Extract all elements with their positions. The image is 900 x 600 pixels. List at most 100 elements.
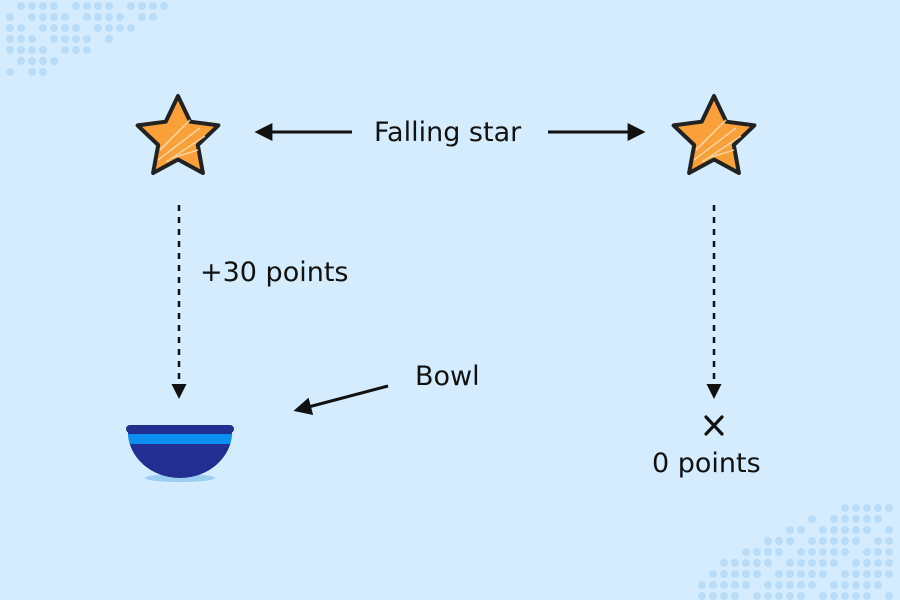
decorative-dot — [50, 24, 58, 32]
decorative-dot — [786, 537, 794, 545]
decorative-dot — [863, 570, 871, 578]
decorative-dot — [852, 581, 860, 589]
decorative-dot — [105, 24, 113, 32]
decorative-dot — [852, 515, 860, 523]
decorative-dot — [39, 57, 47, 65]
decorative-dot — [874, 570, 882, 578]
decorative-dot — [775, 570, 783, 578]
decorative-dot — [6, 24, 14, 32]
decorative-dot — [94, 13, 102, 21]
decorative-dot — [116, 13, 124, 21]
decorative-dot — [863, 559, 871, 567]
decorative-dot — [764, 559, 772, 567]
decorative-dot — [819, 526, 827, 534]
decorative-dot — [808, 581, 816, 589]
decorative-dot — [797, 526, 805, 534]
decorative-dot — [885, 526, 893, 534]
decorative-dot — [852, 592, 860, 600]
decorative-dot — [852, 504, 860, 512]
decorative-dot — [830, 537, 838, 545]
decorative-dot — [863, 592, 871, 600]
decorative-dot — [61, 35, 69, 43]
bowl-icon — [126, 425, 234, 482]
decorative-dot — [753, 559, 761, 567]
decorative-dot — [149, 13, 157, 21]
bowl-label: Bowl — [415, 361, 480, 392]
decorative-dot — [753, 592, 761, 600]
decorative-dot — [808, 570, 816, 578]
decorative-dot — [105, 35, 113, 43]
decorative-dot — [720, 592, 728, 600]
decorative-dot — [61, 24, 69, 32]
decorative-dot — [127, 24, 135, 32]
decorative-dot — [863, 548, 871, 556]
right-star-icon — [671, 94, 757, 175]
decorative-dot — [841, 570, 849, 578]
decorative-dot — [819, 548, 827, 556]
decorative-dot — [709, 570, 717, 578]
decorative-dot — [72, 2, 80, 10]
decorative-dot — [28, 57, 36, 65]
decorative-dot — [50, 2, 58, 10]
decorative-dot — [720, 581, 728, 589]
decorative-dot — [775, 548, 783, 556]
decorative-dots-top-left — [6, 2, 168, 76]
decorative-dot — [742, 559, 750, 567]
decorative-dot — [6, 46, 14, 54]
decorative-dot — [698, 581, 706, 589]
decorative-dot — [698, 592, 706, 600]
arrow-to-bowl — [293, 384, 389, 416]
decorative-dot — [808, 548, 816, 556]
decorative-dot — [764, 592, 772, 600]
decorative-dot — [863, 504, 871, 512]
decorative-dot — [841, 592, 849, 600]
decorative-dot — [775, 537, 783, 545]
decorative-dot — [72, 46, 80, 54]
decorative-dot — [50, 13, 58, 21]
decorative-dot — [753, 548, 761, 556]
decorative-dot — [72, 35, 80, 43]
decorative-dot — [17, 2, 25, 10]
decorative-dot — [28, 68, 36, 76]
decorative-dot — [17, 57, 25, 65]
decorative-dot — [28, 35, 36, 43]
decorative-dot — [852, 570, 860, 578]
decorative-dot — [83, 46, 91, 54]
decorative-dot — [50, 35, 58, 43]
decorative-dot — [39, 13, 47, 21]
decorative-dot — [39, 46, 47, 54]
decorative-dot — [885, 504, 893, 512]
decorative-dot — [39, 2, 47, 10]
decorative-dot — [863, 515, 871, 523]
decorative-dot — [61, 13, 69, 21]
decorative-dot — [841, 515, 849, 523]
decorative-dot — [863, 581, 871, 589]
decorative-dot — [863, 526, 871, 534]
decorative-dot — [874, 504, 882, 512]
decorative-dot — [61, 46, 69, 54]
decorative-dot — [731, 581, 739, 589]
decorative-dot — [138, 2, 146, 10]
decorative-dot — [775, 581, 783, 589]
decorative-dot — [17, 24, 25, 32]
decorative-dot — [775, 592, 783, 600]
x-mark-icon — [704, 415, 724, 436]
decorative-dot — [94, 2, 102, 10]
decorative-dot — [6, 13, 14, 21]
decorative-dot — [83, 2, 91, 10]
decorative-dot — [874, 548, 882, 556]
decorative-dot — [852, 559, 860, 567]
decorative-dot — [28, 13, 36, 21]
decorative-dot — [841, 537, 849, 545]
decorative-dot — [808, 537, 816, 545]
decorative-dot — [786, 592, 794, 600]
decorative-dot — [6, 68, 14, 76]
decorative-dot — [116, 24, 124, 32]
decorative-dot — [885, 548, 893, 556]
missed-points-label: 0 points — [652, 448, 761, 479]
decorative-dot — [885, 537, 893, 545]
decorative-dot — [786, 559, 794, 567]
caught-points-label: +30 points — [200, 257, 349, 288]
decorative-dot — [28, 2, 36, 10]
